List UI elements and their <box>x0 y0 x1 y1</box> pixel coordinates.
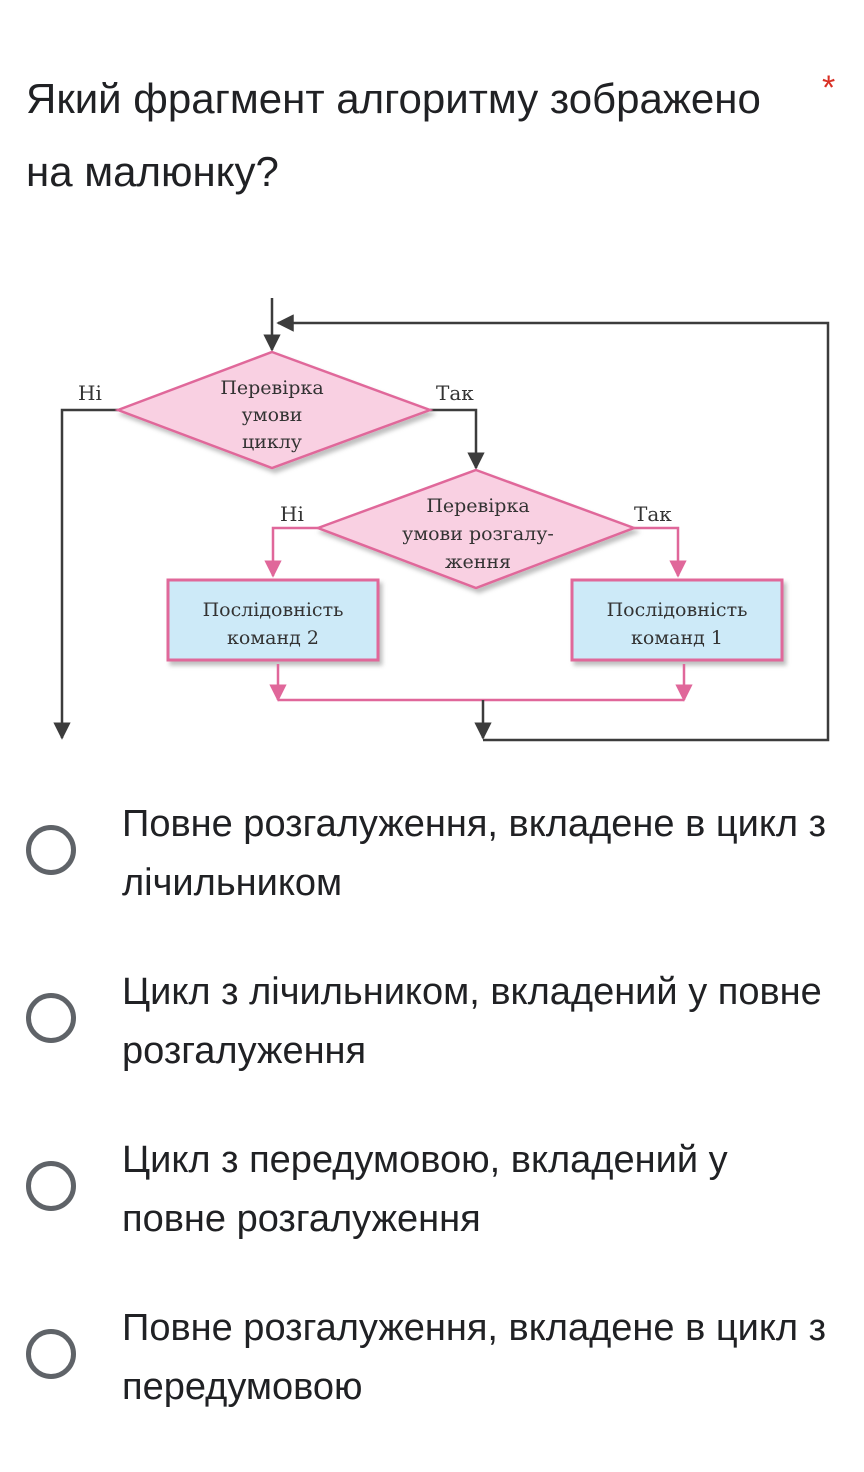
radio-button-icon[interactable] <box>26 825 76 875</box>
loop-yes-label: Так <box>436 381 474 405</box>
radio-button-icon[interactable] <box>26 1329 76 1379</box>
option-2[interactable]: Цикл з лічильником, вкладений у повне ро… <box>0 963 864 1103</box>
branch-yes-line <box>634 526 687 578</box>
option-2-label[interactable]: Цикл з лічильником, вкладений у повне ро… <box>122 971 822 1072</box>
flowchart-svg: Перевірка умови циклу Ні Так Перевірка у… <box>53 298 830 742</box>
radio-button-icon[interactable] <box>26 1161 76 1211</box>
branch-condition-diamond <box>314 468 638 590</box>
sequence-2-line-1: Послідовність <box>203 599 344 621</box>
sequence-1-box <box>570 578 784 662</box>
branch-condition-line-3: ження <box>445 551 511 573</box>
sequence-2-line-2: команд 2 <box>227 627 319 649</box>
loop-condition-diamond <box>114 350 434 470</box>
option-3[interactable]: Цикл з передумовою, вкладений у повне ро… <box>0 1131 864 1271</box>
branch-no-label: Ні <box>280 502 304 526</box>
sequence-1-line-1: Послідовність <box>607 599 748 621</box>
option-3-label[interactable]: Цикл з передумовою, вкладений у повне ро… <box>122 1139 728 1240</box>
branch-no-line <box>264 526 318 578</box>
question-title: Який фрагмент алгоритму зображено на мал… <box>26 75 761 195</box>
radio-button-icon[interactable] <box>26 993 76 1043</box>
loop-exit-line <box>53 408 118 740</box>
branch-condition-line-1: Перевірка <box>426 495 529 517</box>
option-1-label[interactable]: Повне розгалуження, вкладене в цикл з лі… <box>122 803 827 904</box>
loop-condition-line-1: Перевірка <box>220 377 323 399</box>
branch-condition-line-2: умови розгалу- <box>402 523 554 545</box>
required-asterisk: * <box>822 69 836 107</box>
option-4[interactable]: Повне розгалуження, вкладене в цикл з пе… <box>0 1299 864 1439</box>
option-4-label[interactable]: Повне розгалуження, вкладене в цикл з пе… <box>122 1307 827 1408</box>
loop-back-line <box>276 314 830 742</box>
flowchart-image: Перевірка умови циклу Ні Так Перевірка у… <box>0 290 864 760</box>
option-1[interactable]: Повне розгалуження, вкладене в цикл з лі… <box>0 795 864 935</box>
loop-condition-line-3: циклу <box>242 431 302 453</box>
loop-no-label: Ні <box>78 381 102 405</box>
sequence-2-box <box>166 578 380 662</box>
sequence-1-line-2: команд 1 <box>631 627 723 649</box>
loop-yes-line <box>430 408 485 470</box>
loop-condition-line-2: умови <box>242 404 303 426</box>
branch-yes-label: Так <box>634 502 672 526</box>
